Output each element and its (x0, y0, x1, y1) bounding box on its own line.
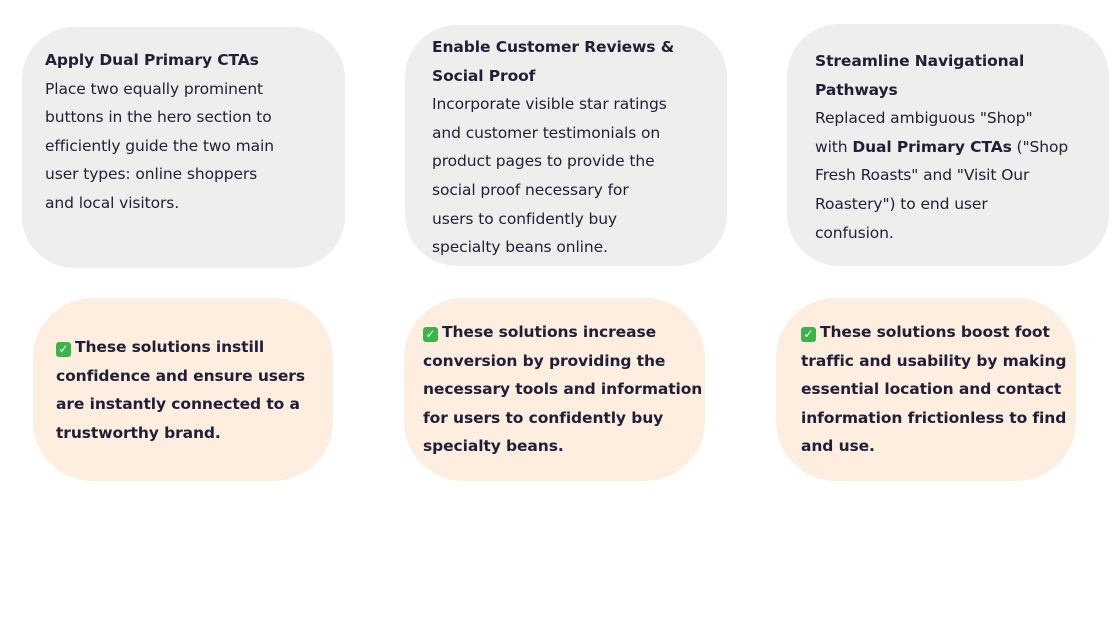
outcome-line: necessary tools and information (423, 375, 702, 404)
outcome-line: ✓ These solutions increase (423, 318, 702, 347)
solution-card-2 (405, 25, 727, 266)
text-segment: Replaced ambiguous "Shop" (815, 109, 1033, 128)
outcome-text-3: ✓ These solutions boost foot traffic and u… (801, 318, 1067, 461)
solution-body-line: specialty beans online. (432, 238, 608, 257)
outcome-card-3 (776, 298, 1076, 481)
outcome-line: conversion by providing the (423, 347, 702, 376)
solution-title: Streamline Navigational (815, 52, 1025, 70)
solution-title: Enable Customer Reviews & (432, 38, 675, 56)
outcome-line: are instantly connected to a (56, 390, 305, 419)
outcome-text-segment: necessary tools and information (423, 380, 703, 399)
outcome-line: ✓ These solutions boost foot (801, 318, 1066, 347)
solution-body-line: buttons in the hero section to (45, 108, 272, 127)
outcome-line: information frictionless to find (801, 404, 1066, 433)
outcome-text-segment: and use. (801, 437, 875, 456)
outcome-text-segment: specialty beans. (423, 437, 564, 456)
solution-body-line: product pages to provide the (432, 152, 655, 171)
outcome-text-segment: trustworthy brand. (56, 423, 221, 442)
outcome-line: essential location and contact (801, 375, 1066, 404)
outcome-card-2 (404, 298, 705, 481)
solution-card-1 (22, 27, 345, 268)
outcome-line: and use. (801, 432, 1066, 461)
outcome-line: traffic and usability by making (801, 347, 1067, 376)
solution-body-line: with Dual Primary CTAs ("Shop (815, 133, 1068, 162)
outcome-text-1: ✓ These solutions instill confidence and e… (56, 333, 305, 447)
check-mark-icon: ✓ (801, 327, 816, 342)
solution-title: Pathways (815, 80, 898, 99)
outcome-line: specialty beans. (423, 432, 702, 461)
solution-body-line: efficiently guide the two main (45, 136, 274, 155)
solution-body-line: Replaced ambiguous "Shop" (815, 104, 1068, 133)
solution-body-line: Fresh Roasts" and "Visit Our (815, 161, 1068, 190)
outcome-text-segment: confidence and ensure users (56, 366, 305, 385)
solution-body-line: user types: online shoppers (45, 165, 258, 184)
outcome-text-segment: These solutions boost foot (820, 323, 1050, 341)
outcome-text-2: ✓ These solutions increase conversion by p… (423, 318, 702, 461)
check-mark-icon: ✓ (56, 342, 71, 357)
solution-card-3 (787, 24, 1109, 266)
text-segment: with (815, 137, 853, 156)
outcome-text-segment: These solutions increase (442, 323, 656, 341)
emphasis-text: Dual Primary CTAs (852, 137, 1012, 156)
solution-body-line: confusion. (815, 219, 1068, 248)
text-segment: Fresh Roasts" and "Visit Our (815, 166, 1030, 185)
solution-body-line: Place two equally prominent (45, 79, 264, 98)
outcome-text-segment: traffic and usability by making (801, 351, 1067, 370)
outcome-text-segment: are instantly connected to a (56, 395, 300, 414)
solution-body-line: and local visitors. (45, 193, 180, 212)
text-segment: confusion. (815, 223, 894, 242)
solution-body-line: Incorporate visible star ratings (432, 95, 667, 114)
outcome-line: confidence and ensure users (56, 362, 305, 391)
solution-body-line: Roastery") to end user (815, 190, 1068, 219)
solution-body-line: social proof necessary for (432, 180, 629, 199)
outcome-text-segment: conversion by providing the (423, 351, 666, 370)
outcome-text-segment: information frictionless to find (801, 408, 1067, 427)
solution-body-line: and customer testimonials on (432, 123, 661, 142)
text-segment: ("Shop (1011, 137, 1069, 156)
outcome-line: for users to confidently buy (423, 404, 702, 433)
check-mark-icon: ✓ (423, 327, 438, 342)
outcome-line: trustworthy brand. (56, 419, 305, 448)
outcome-text-segment: for users to confidently buy (423, 408, 664, 427)
outcome-card-1 (33, 298, 333, 481)
outcome-text-segment: essential location and contact (801, 380, 1062, 399)
outcome-text-segment: These solutions instill (75, 338, 265, 356)
solution-body-line: users to confidently buy (432, 209, 618, 228)
solution-title: Social Proof (432, 66, 536, 85)
solution-title: Apply Dual Primary CTAs (45, 51, 259, 69)
text-segment: Roastery") to end user (815, 194, 988, 213)
outcome-line: ✓ These solutions instill (56, 333, 305, 362)
